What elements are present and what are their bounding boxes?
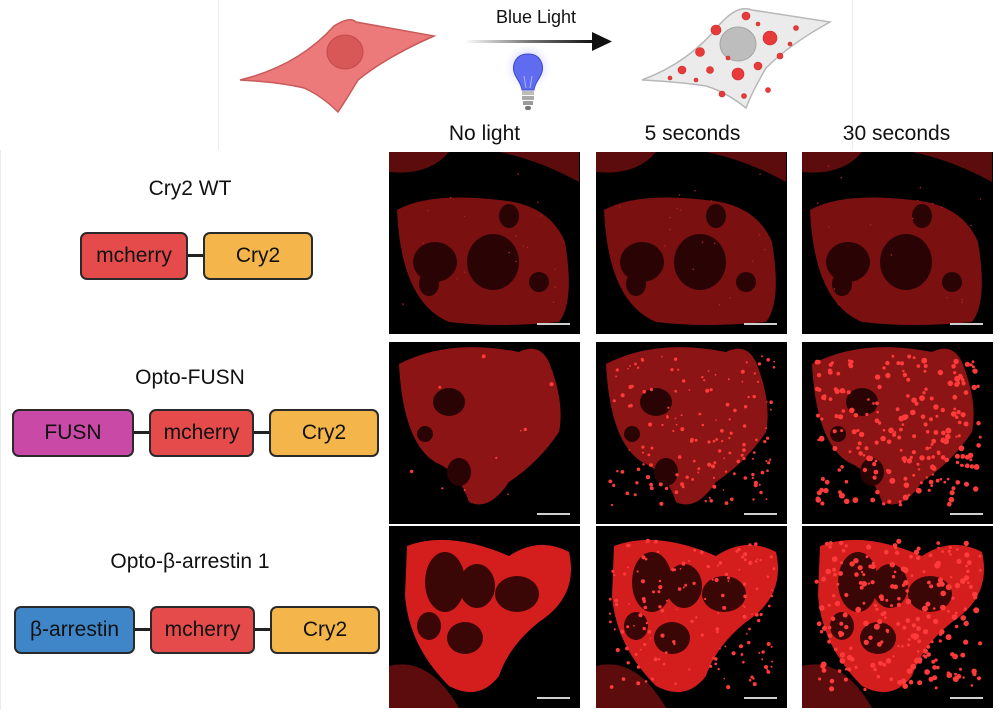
microscopy-panel bbox=[802, 152, 993, 334]
scale-bar bbox=[537, 323, 570, 325]
linker bbox=[134, 431, 149, 434]
condition-label-5-seconds: 5 seconds bbox=[644, 122, 741, 145]
linker bbox=[255, 628, 270, 631]
light-bulb-icon bbox=[502, 46, 554, 110]
condition-label-30-seconds: 30 seconds bbox=[842, 122, 951, 145]
scale-bar bbox=[950, 697, 983, 699]
arrow-right-icon bbox=[464, 32, 612, 51]
domain-mcherry: mcherry bbox=[149, 409, 254, 457]
microscopy-panel bbox=[389, 342, 580, 524]
cell-after-icon bbox=[641, 7, 833, 110]
cell-before-icon bbox=[239, 19, 437, 114]
layout-guide bbox=[852, 0, 853, 150]
scale-bar bbox=[744, 323, 777, 325]
schematic-illustration: Blue Light bbox=[230, 0, 850, 128]
microscopy-panel bbox=[389, 152, 580, 334]
layout-guide bbox=[218, 0, 219, 150]
layout-guide bbox=[0, 150, 1, 710]
domain-beta-arrestin: β-arrestin bbox=[14, 606, 135, 654]
scale-bar bbox=[950, 323, 983, 325]
construct-title-opto-fusn: Opto-FUSN bbox=[135, 366, 245, 389]
linker bbox=[135, 628, 150, 631]
scale-bar bbox=[537, 697, 570, 699]
microscopy-panel bbox=[802, 526, 993, 708]
microscopy-panel bbox=[596, 342, 787, 524]
construct-title-cry2-wt: Cry2 WT bbox=[148, 177, 232, 200]
scale-bar bbox=[744, 513, 777, 515]
linker bbox=[254, 431, 269, 434]
microscopy-panel bbox=[596, 152, 787, 334]
domain-mcherry: mcherry bbox=[150, 606, 255, 654]
scale-bar bbox=[744, 697, 777, 699]
microscopy-panel bbox=[389, 526, 580, 708]
domain-fusn: FUSN bbox=[12, 409, 134, 457]
domain-mcherry: mcherry bbox=[80, 232, 188, 280]
construct-title-opto-beta-arrestin-1: Opto-β-arrestin 1 bbox=[110, 550, 270, 573]
scale-bar bbox=[537, 513, 570, 515]
microscopy-panel bbox=[596, 526, 787, 708]
domain-cry2: Cry2 bbox=[270, 606, 380, 654]
domain-cry2: Cry2 bbox=[203, 232, 313, 280]
condition-label-no-light: No light bbox=[448, 122, 521, 145]
blue-light-label: Blue Light bbox=[496, 7, 577, 27]
scale-bar bbox=[950, 513, 983, 515]
linker bbox=[188, 254, 203, 257]
microscopy-panel bbox=[802, 342, 993, 524]
domain-cry2: Cry2 bbox=[269, 409, 379, 457]
